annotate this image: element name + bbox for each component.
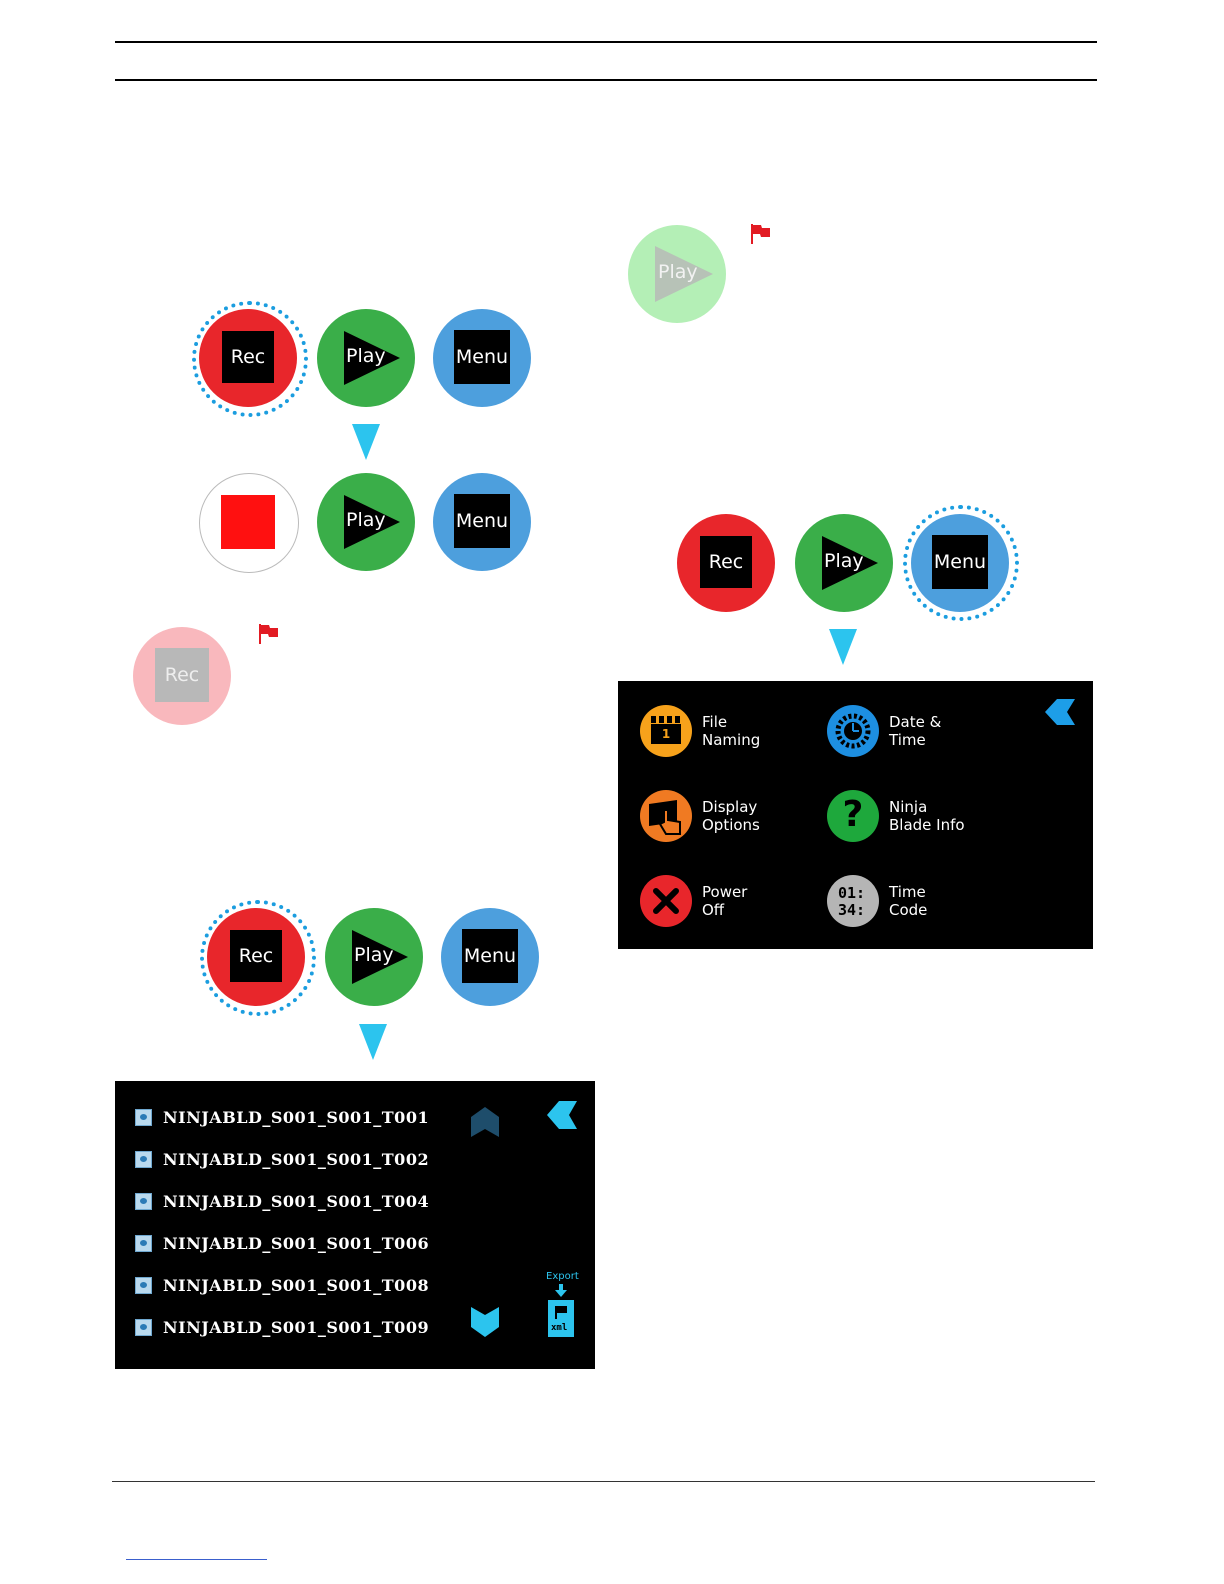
touch-display-icon xyxy=(640,790,692,842)
play-label: Play xyxy=(354,944,394,966)
file-name: NINJABLD_S001_S001_T001 xyxy=(163,1107,430,1127)
video-file-icon xyxy=(135,1108,152,1126)
play-label: Play xyxy=(346,509,386,531)
clock-icon xyxy=(827,705,879,757)
rec-label-faded: Rec xyxy=(155,648,209,702)
flag-icon xyxy=(259,624,278,644)
video-file-icon xyxy=(135,1318,152,1336)
footer-rule xyxy=(112,1481,1095,1482)
export-xml-button[interactable]: xml xyxy=(548,1300,574,1337)
question-icon: ? xyxy=(827,790,879,842)
clapper-number: 1 xyxy=(651,724,681,744)
video-file-icon xyxy=(135,1192,152,1210)
close-x-icon xyxy=(640,875,692,927)
back-icon[interactable] xyxy=(547,1101,577,1129)
rec-label: Rec xyxy=(230,930,282,982)
play-label-faded: Play xyxy=(658,261,698,283)
play-icon xyxy=(344,331,400,385)
file-name: NINJABLD_S001_S001_T006 xyxy=(163,1233,430,1253)
header-rule-top xyxy=(115,41,1097,43)
header-rule-bottom xyxy=(115,79,1097,81)
play-label: Play xyxy=(824,550,864,572)
xml-label: xml xyxy=(551,1323,568,1333)
video-file-icon xyxy=(135,1234,152,1252)
play-icon-faded xyxy=(655,246,713,302)
down-arrow-icon xyxy=(352,424,380,460)
stop-icon xyxy=(221,495,275,549)
clapperboard-icon: 1 xyxy=(640,705,692,757)
list-item[interactable]: NINJABLD_S001_S001_T001 xyxy=(135,1106,429,1128)
list-item[interactable]: NINJABLD_S001_S001_T008 xyxy=(135,1274,429,1296)
list-item[interactable]: NINJABLD_S001_S001_T006 xyxy=(135,1232,429,1254)
list-item[interactable]: NINJABLD_S001_S001_T009 xyxy=(135,1316,429,1338)
footer-link-underline xyxy=(126,1559,267,1560)
menu-item-date-time[interactable]: Date &Time xyxy=(827,705,979,757)
timecode-top: 01: xyxy=(838,884,866,902)
rec-highlight-ring xyxy=(192,301,308,417)
menu-label: Menu xyxy=(454,330,510,384)
play-label: Play xyxy=(346,345,386,367)
export-arrow-icon xyxy=(555,1284,567,1297)
list-item[interactable]: NINJABLD_S001_S001_T002 xyxy=(135,1148,429,1170)
menu-label: Menu xyxy=(932,535,988,589)
down-arrow-icon xyxy=(829,629,857,665)
rec-label: Rec xyxy=(222,331,274,383)
menu-item-label: Date &Time xyxy=(889,713,942,749)
menu-label: Menu xyxy=(462,929,518,983)
video-file-icon xyxy=(135,1276,152,1294)
menu-highlight-ring xyxy=(903,505,1019,621)
timecode-icon: 01: 34: xyxy=(827,875,879,927)
file-name: NINJABLD_S001_S001_T008 xyxy=(163,1275,430,1295)
flag-icon xyxy=(555,1306,567,1319)
scroll-down-icon[interactable] xyxy=(471,1307,499,1337)
flag-icon xyxy=(751,224,770,244)
back-icon[interactable] xyxy=(1045,699,1075,725)
export-label: Export xyxy=(546,1271,579,1282)
play-icon xyxy=(352,930,408,984)
file-name: NINJABLD_S001_S001_T009 xyxy=(163,1317,430,1337)
scroll-up-icon[interactable] xyxy=(471,1107,499,1137)
down-arrow-icon xyxy=(359,1024,387,1060)
video-file-icon xyxy=(135,1150,152,1168)
rec-highlight-ring xyxy=(200,900,316,1016)
list-item[interactable]: NINJABLD_S001_S001_T004 xyxy=(135,1190,429,1212)
file-name: NINJABLD_S001_S001_T002 xyxy=(163,1149,430,1169)
rec-label: Rec xyxy=(700,536,752,588)
play-icon xyxy=(822,536,878,590)
menu-label: Menu xyxy=(454,494,510,548)
play-icon xyxy=(344,495,400,549)
file-list-screen: NINJABLD_S001_S001_T001 NINJABLD_S001_S0… xyxy=(115,1081,595,1369)
timecode-bottom: 34: xyxy=(838,901,866,919)
file-name: NINJABLD_S001_S001_T004 xyxy=(163,1191,430,1211)
